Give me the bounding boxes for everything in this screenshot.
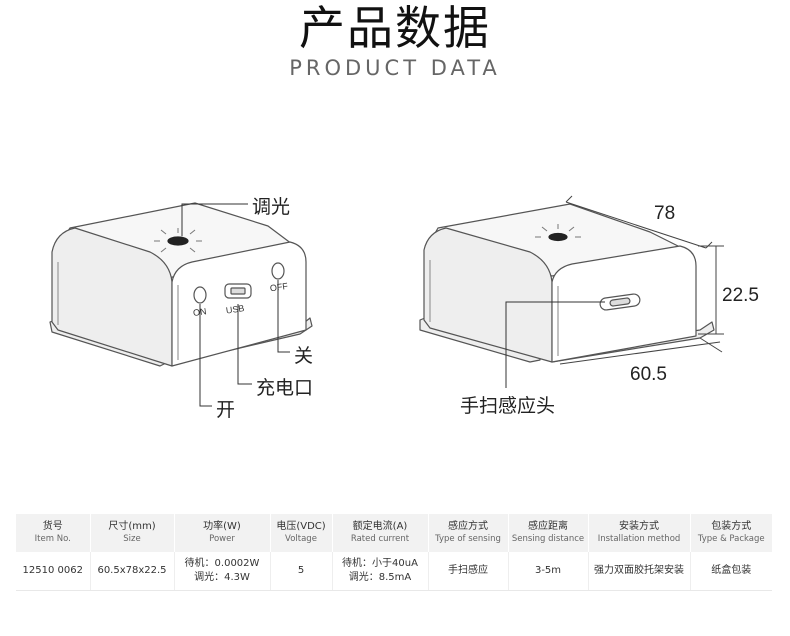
callout-dimming: 调光 (252, 196, 291, 218)
header-rated-current: 额定电流(A)Rated current (332, 514, 429, 552)
cell-item-no: 12510 0062 (16, 552, 91, 591)
dimension-width: 60.5 (630, 364, 667, 385)
cell-size: 60.5x78x22.5 (90, 552, 175, 591)
cell-sensing-type: 手扫感应 (428, 552, 509, 591)
sensor-callout-line (505, 301, 605, 388)
product-drawing: ON USB OFF (49, 195, 724, 407)
header-power: 功率(W)Power (174, 514, 271, 552)
cell-sensing-distance: 3-5m (508, 552, 589, 591)
callout-on: 开 (216, 399, 236, 421)
callout-charge-port: 充电口 (256, 377, 314, 399)
cell-installation: 强力双面胶托架安装 (588, 552, 691, 591)
off-label: OFF (269, 281, 289, 293)
dimension-lines (559, 195, 724, 365)
callout-sensor: 手扫感应头 (460, 395, 556, 417)
page-subtitle: PRODUCT DATA (289, 56, 501, 80)
right-device-illustration (419, 203, 715, 363)
cell-voltage: 5 (270, 552, 333, 591)
page-title: 产品数据 (299, 1, 491, 55)
header-size: 尺寸(mm)Size (90, 514, 175, 552)
header-voltage: 电压(VDC)Voltage (270, 514, 333, 552)
dimension-height: 22.5 (722, 285, 759, 306)
left-device-illustration (49, 202, 313, 367)
on-label: ON (192, 306, 207, 318)
usb-label: USB (225, 303, 245, 315)
callout-off: 关 (294, 345, 314, 367)
dimension-depth: 78 (654, 203, 676, 224)
cell-package: 纸盒包装 (690, 552, 772, 591)
left-callout-lines (181, 203, 290, 407)
